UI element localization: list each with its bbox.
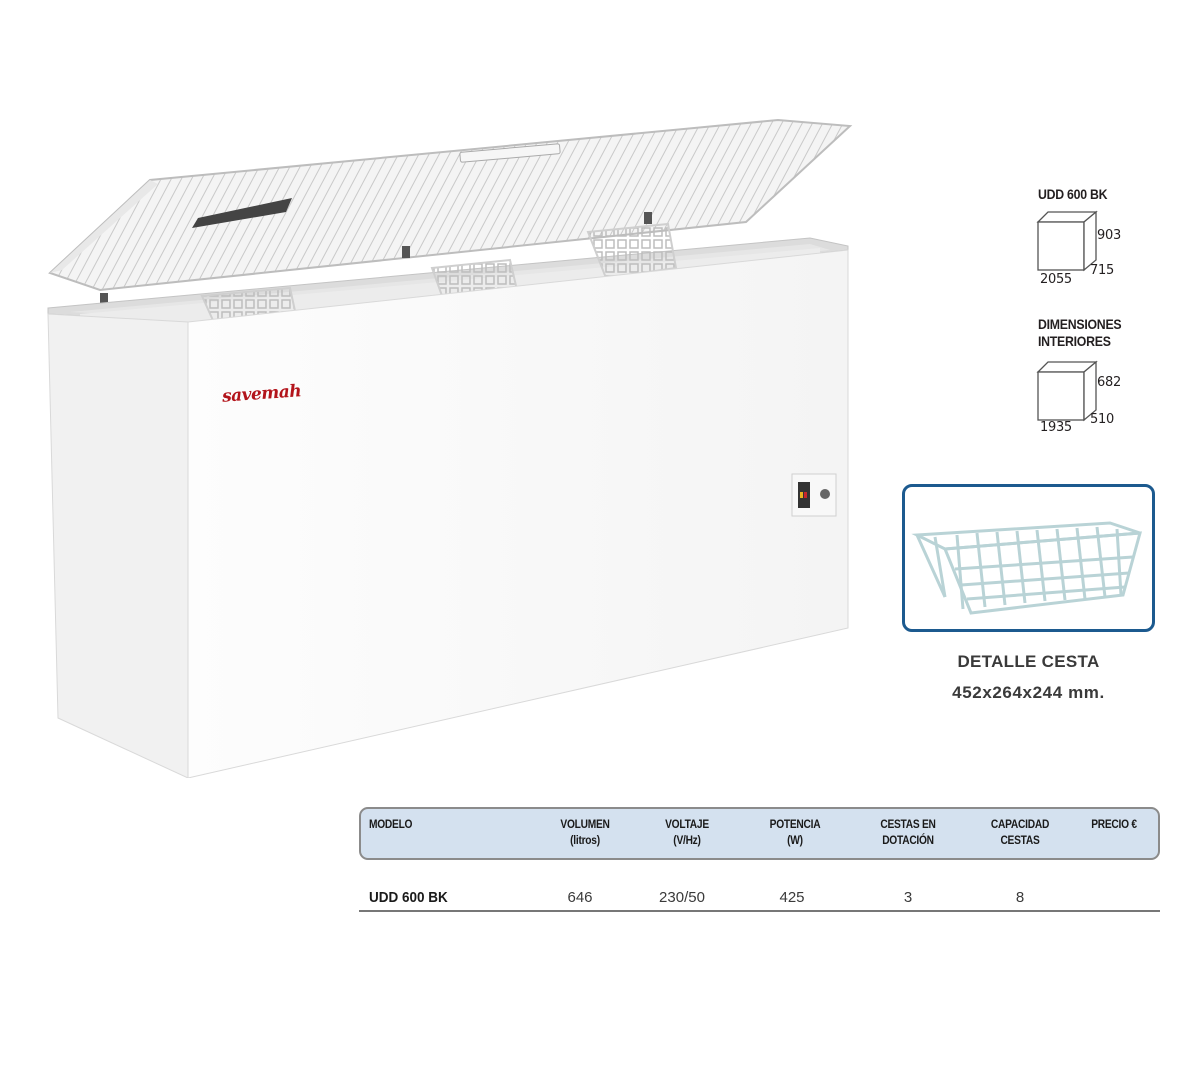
basket-detail-size: 452x264x244 mm. <box>952 683 1105 702</box>
interior-cube-icon <box>1036 360 1098 422</box>
interior-dimensions-title-line2: INTERIORES <box>1038 333 1111 349</box>
cell-potencia: 425 <box>779 889 805 906</box>
table-row-divider <box>359 910 1160 912</box>
basket-detail-title: DETALLE CESTA <box>957 652 1100 671</box>
exterior-height: 903 <box>1097 228 1121 243</box>
column-header-potencia: POTENCIA (W) <box>769 817 821 847</box>
cell-capacidad-cestas: 8 <box>1015 889 1025 906</box>
column-header-cestas-dotacion: CESTAS EN DOTACIÓN <box>880 817 936 847</box>
column-header-modelo: MODELO <box>369 817 413 831</box>
cell-voltaje: 230/50 <box>659 889 705 906</box>
column-header-volumen: VOLUMEN (litros) <box>560 817 610 847</box>
freezer-product-image <box>40 118 860 778</box>
basket-detail-image <box>902 484 1155 632</box>
column-header-precio: PRECIO € <box>1091 817 1137 831</box>
interior-dimensions-title-line1: DIMENSIONES <box>1038 316 1122 332</box>
cell-volumen: 646 <box>567 889 593 906</box>
cell-modelo: UDD 600 BK <box>369 889 448 906</box>
interior-height: 682 <box>1097 375 1121 390</box>
column-header-capacidad-cestas: CAPACIDAD CESTAS <box>990 817 1050 847</box>
cell-cestas-dotacion: 3 <box>903 889 913 906</box>
spec-table-header <box>359 807 1160 860</box>
exterior-cube-icon <box>1036 210 1098 272</box>
exterior-depth: 715 <box>1090 263 1114 278</box>
interior-depth: 510 <box>1090 412 1114 427</box>
exterior-width: 2055 <box>1040 272 1072 287</box>
column-header-voltaje: VOLTAJE (V/Hz) <box>665 817 709 847</box>
interior-width: 1935 <box>1040 420 1072 435</box>
exterior-dimensions-title: UDD 600 BK <box>1038 186 1108 202</box>
